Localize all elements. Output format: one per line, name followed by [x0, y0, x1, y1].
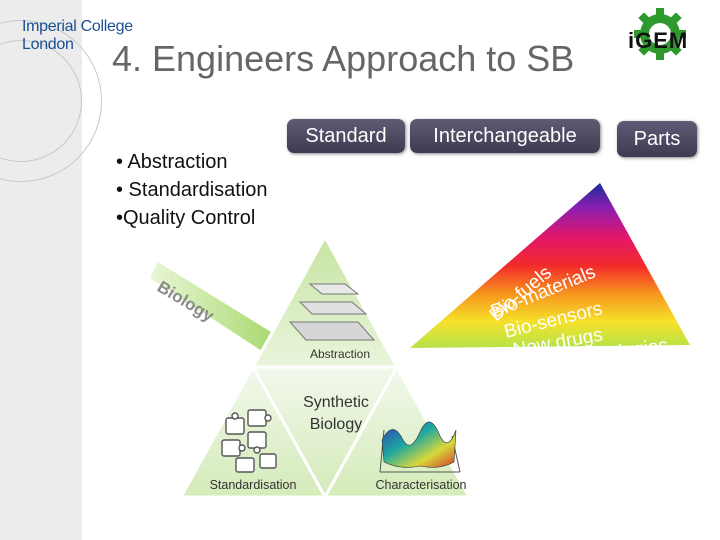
abstraction-label: Abstraction: [310, 347, 370, 361]
igem-logo-text: iGEM: [628, 28, 689, 53]
biology-input-beam: [150, 262, 300, 368]
characterisation-label: Characterisation: [375, 478, 466, 492]
bullet-abstraction: • Abstraction: [116, 151, 228, 173]
igem-logo-icon: [634, 8, 686, 60]
parts-pill: Parts: [617, 121, 697, 157]
output-rainbow-fan: [410, 183, 690, 348]
abstraction-layers-icon: [288, 283, 376, 341]
bullet-list: • Abstraction • Standardisation •Quality…: [116, 148, 268, 232]
interchangeable-pill: Interchangeable: [410, 119, 600, 153]
imperial-college-logo: Imperial College London: [22, 18, 142, 54]
standard-pill: Standard: [287, 119, 405, 153]
synthetic-label: Synthetic: [303, 394, 369, 411]
surface-plot-icon: [379, 421, 461, 473]
standardisation-label: Standardisation: [210, 478, 297, 492]
logo-line-2: London: [22, 36, 74, 53]
puzzle-pieces-icon: [221, 409, 277, 473]
bullet-quality-control: •Quality Control: [116, 207, 256, 229]
bullet-standardisation: • Standardisation: [116, 179, 268, 201]
biology-label: Biology: [310, 416, 362, 433]
logo-line-1: Imperial College: [22, 18, 133, 35]
slide-title: 4. Engineers Approach to SB: [112, 38, 575, 79]
